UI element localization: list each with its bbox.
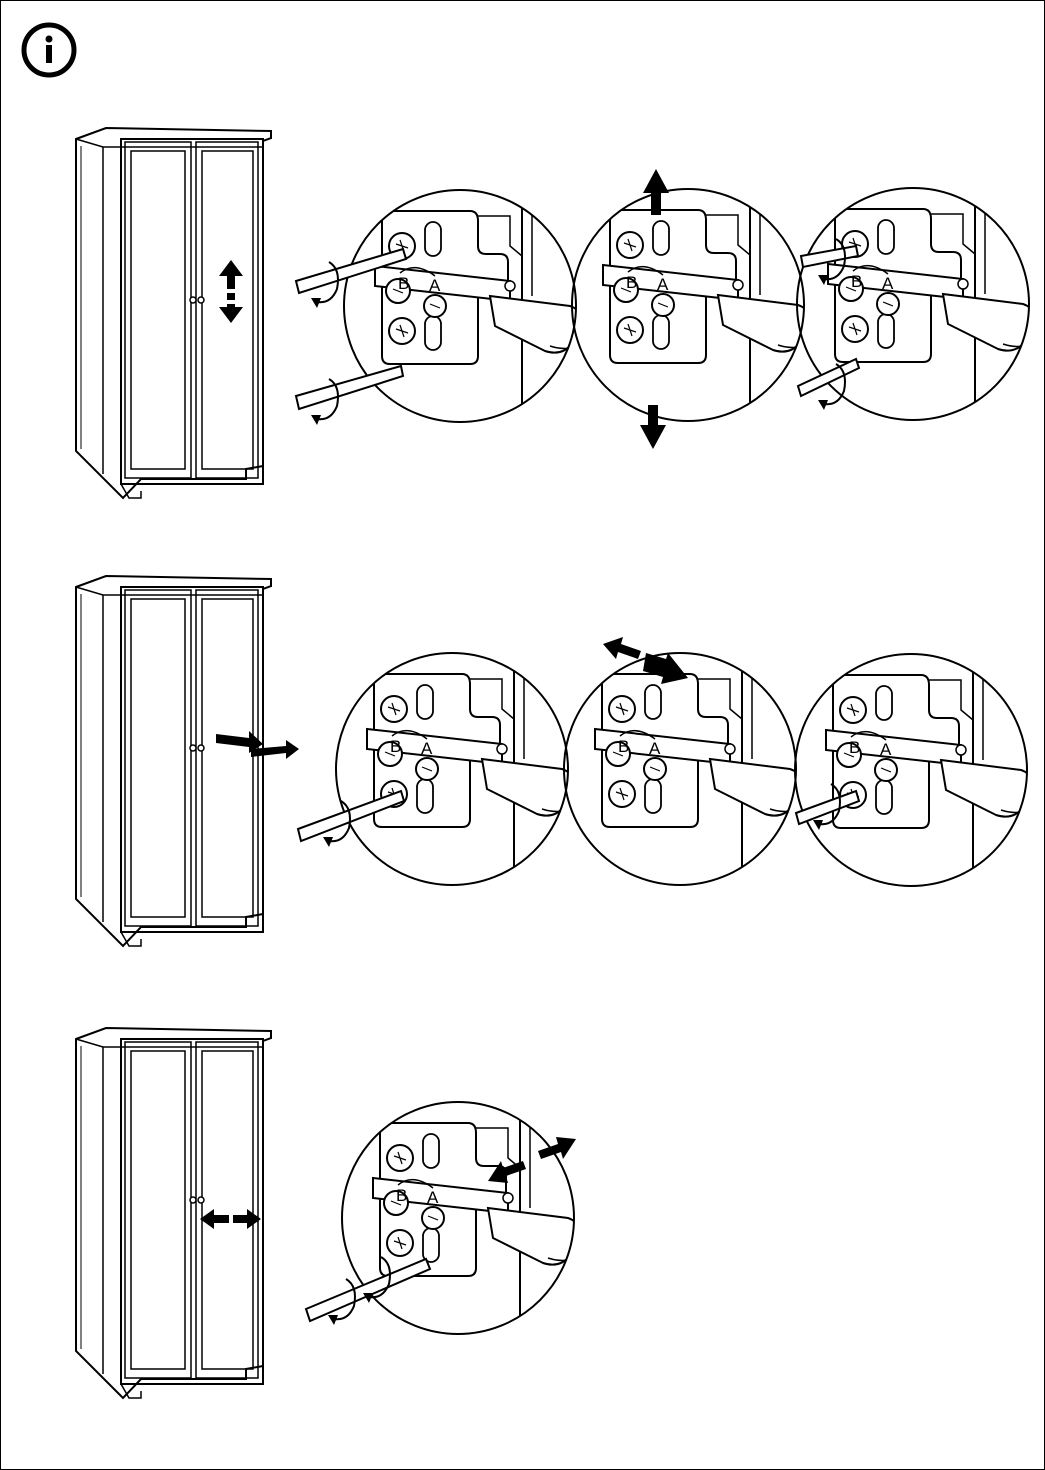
label-a: A	[882, 274, 894, 293]
hinge-closeup-4: B A	[336, 649, 612, 889]
hinge-closeup-6: B A	[795, 650, 1044, 890]
hinge-closeup-7: B A	[342, 1098, 618, 1338]
wardrobe-illustration	[76, 576, 271, 946]
label-b: B	[626, 273, 637, 292]
hinge-closeup-3: B A	[797, 184, 1044, 424]
screwdriver-icon	[306, 1257, 430, 1325]
diagonal-arrow-icon	[488, 1137, 576, 1183]
hinge-closeup-1: B A	[344, 186, 620, 426]
label-a: A	[657, 275, 669, 294]
label-b: B	[618, 737, 629, 756]
label-b: B	[849, 738, 860, 757]
label-a: A	[421, 739, 433, 758]
label-a: A	[880, 740, 892, 759]
label-b: B	[398, 274, 409, 293]
row-depth-adjustment: B A B A B A	[76, 576, 1044, 946]
label-a: A	[429, 276, 441, 295]
label-b: B	[396, 1186, 407, 1205]
label-a: A	[427, 1188, 439, 1207]
hinge-closeup-5: B A	[564, 649, 840, 889]
wardrobe-illustration	[76, 128, 271, 498]
label-b: B	[390, 737, 401, 756]
row-side-adjustment: B A	[76, 1028, 618, 1398]
label-a: A	[649, 739, 661, 758]
wardrobe-illustration	[76, 1028, 271, 1398]
label-b: B	[851, 272, 862, 291]
info-icon	[24, 25, 74, 75]
row-height-adjustment: B A B A B A	[76, 128, 1044, 498]
